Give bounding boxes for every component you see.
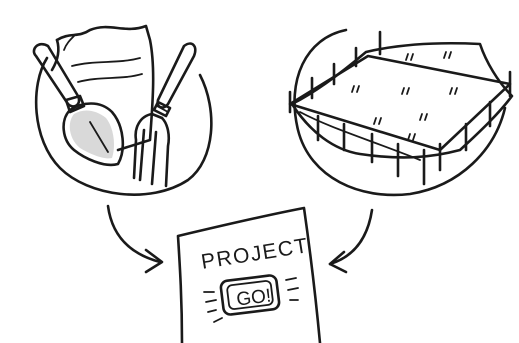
hand-fork-icon [134,44,195,186]
fenced-plot-icon [290,30,512,195]
go-button-label: GO! [235,286,272,311]
arrow-left-icon [108,206,162,272]
garden-tools-icon [34,26,211,195]
plot-circle [295,30,505,195]
fence-rail [290,56,510,150]
project-document-icon: PROJECT GO! [178,208,320,343]
document-outline [178,208,320,343]
grass-patch [292,43,512,157]
document-title: PROJECT [200,234,311,274]
fence-posts [290,32,510,184]
arrow-right-icon [330,210,372,272]
